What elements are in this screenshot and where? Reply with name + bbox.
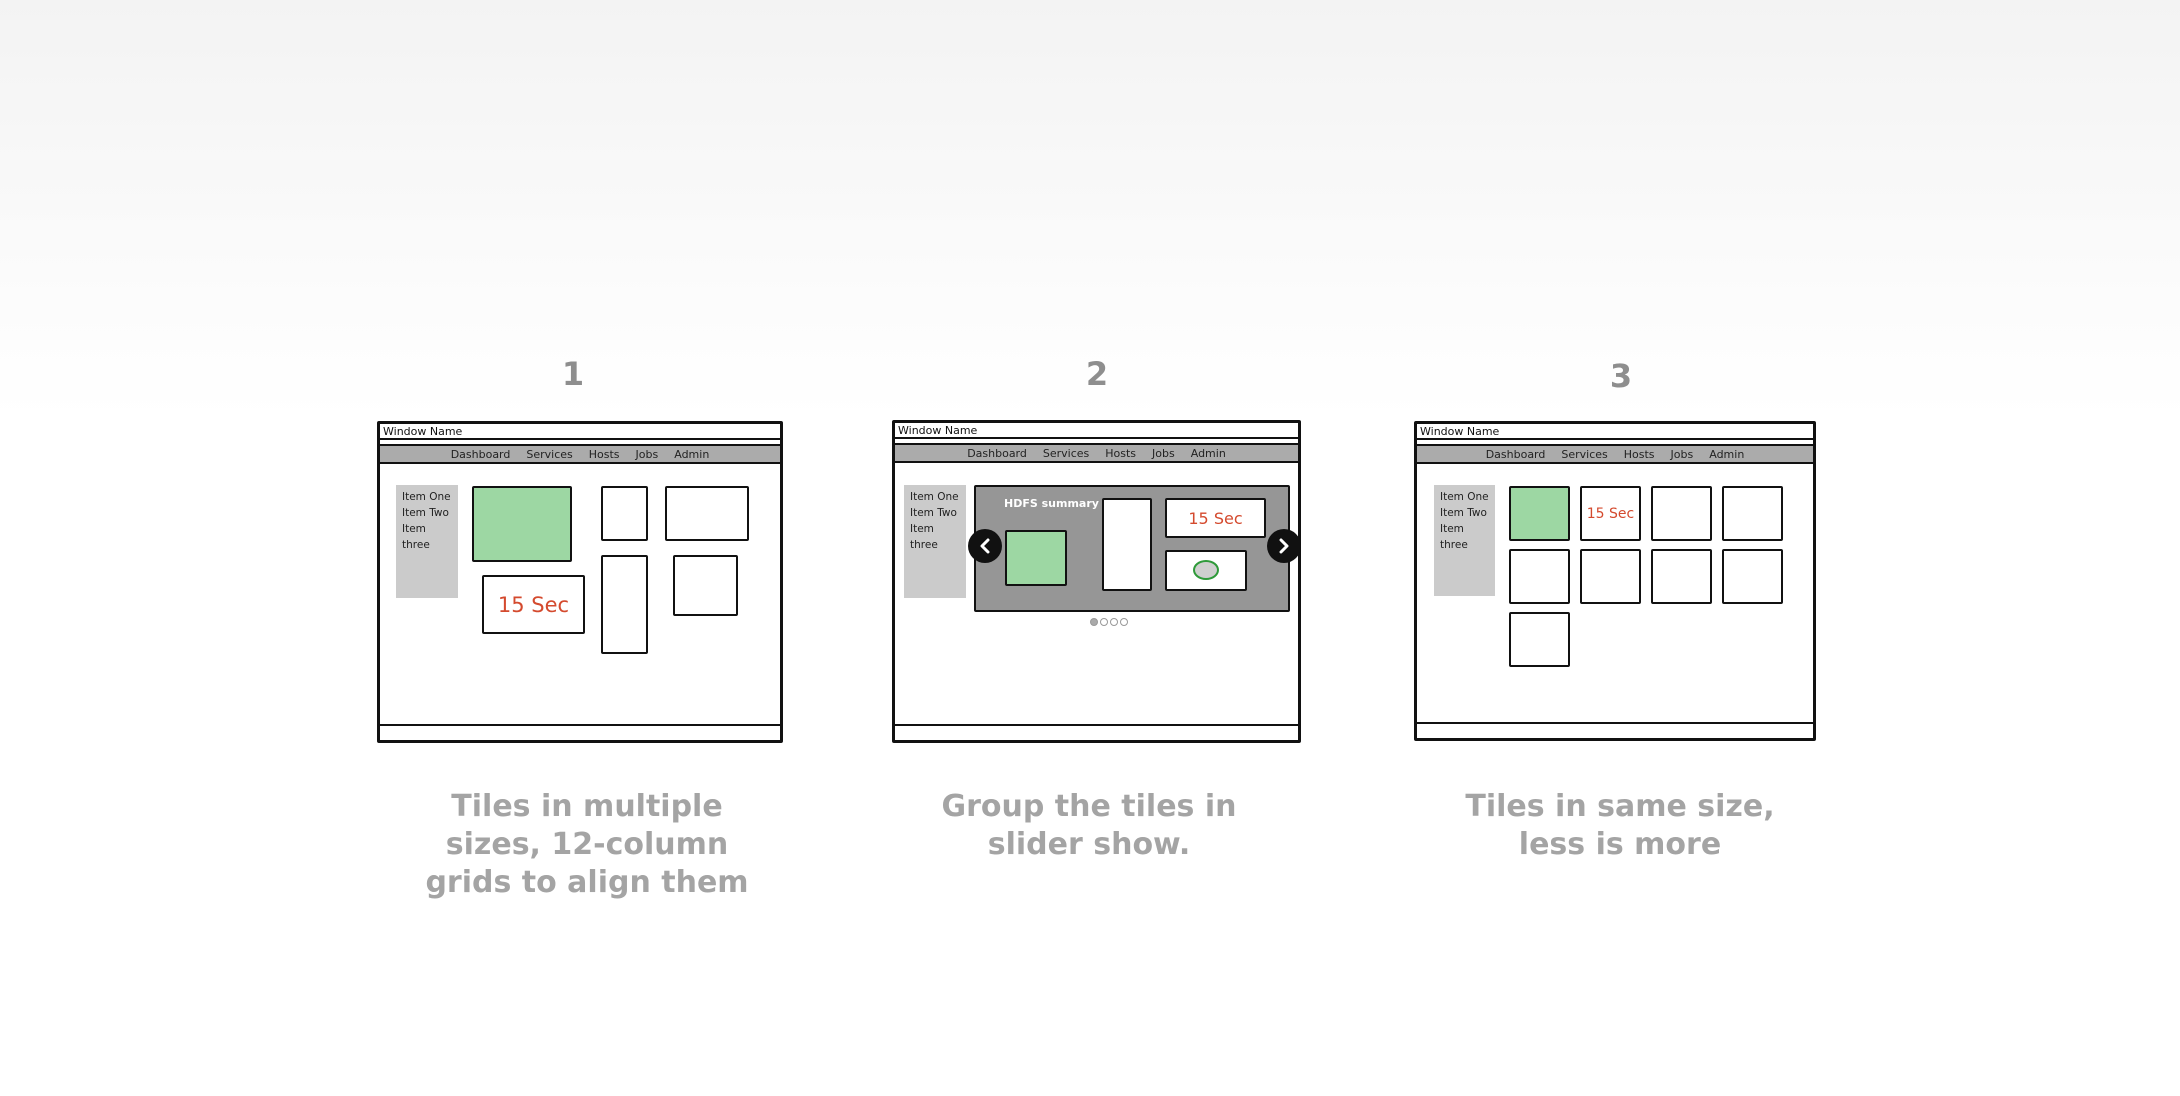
tile[interactable] (1722, 549, 1783, 604)
sidebar: Item One Item Two Item three (1434, 485, 1495, 596)
status-bar (1417, 722, 1813, 738)
panel-3-caption: Tiles in same size, less is more (1400, 788, 1840, 864)
timer-label: 15 Sec (1188, 508, 1243, 528)
menu-bar: Dashboard Services Hosts Jobs Admin (895, 443, 1298, 463)
tile[interactable] (1651, 549, 1712, 604)
panel-1-caption: Tiles in multiple sizes, 12-column grids… (367, 788, 807, 902)
tile-small[interactable] (601, 486, 648, 541)
tile-timer[interactable]: 15 Sec (1165, 498, 1266, 538)
menu-admin[interactable]: Admin (674, 447, 710, 461)
sidebar-item-one[interactable]: Item One (910, 491, 959, 503)
slider-pagination (1090, 618, 1128, 626)
tile-tall[interactable] (1102, 498, 1152, 591)
window-title: Window Name (380, 424, 780, 440)
status-bar (380, 724, 780, 740)
tile-timer[interactable]: 15 Sec (482, 575, 585, 634)
tile-tall[interactable] (601, 555, 648, 654)
tile-green[interactable] (1509, 486, 1570, 541)
status-bar (895, 724, 1298, 740)
tile[interactable] (1580, 549, 1641, 604)
caption-line: less is more (1518, 827, 1722, 862)
menu-hosts[interactable]: Hosts (1623, 447, 1655, 461)
tile[interactable] (1509, 612, 1570, 667)
tile-slider[interactable]: HDFS summary 15 Sec (974, 485, 1290, 612)
window-title: Window Name (895, 423, 1298, 439)
caption-line: slider show. (987, 827, 1191, 862)
menu-dashboard[interactable]: Dashboard (450, 447, 511, 461)
menu-hosts[interactable]: Hosts (588, 447, 620, 461)
tile-timer[interactable]: 15 Sec (1580, 486, 1641, 541)
menu-admin[interactable]: Admin (1190, 446, 1226, 460)
slider-prev-button[interactable] (968, 529, 1002, 563)
panel-2-number: 2 (1085, 355, 1109, 393)
timer-label: 15 Sec (497, 592, 570, 617)
sidebar-item-two[interactable]: Item Two (1440, 507, 1487, 519)
slider-dot[interactable] (1110, 618, 1118, 626)
panel-1-number: 1 (561, 355, 585, 393)
panel-2-window: Window Name Dashboard Services Hosts Job… (892, 420, 1301, 743)
tile-large-green[interactable] (472, 486, 572, 562)
sidebar-item-one[interactable]: Item One (402, 491, 451, 503)
caption-line: Tiles in same size, (1465, 789, 1775, 824)
panel-2-caption: Group the tiles in slider show. (869, 788, 1309, 864)
slider-dot[interactable] (1090, 618, 1098, 626)
menu-jobs[interactable]: Jobs (635, 447, 659, 461)
slider-dot[interactable] (1100, 618, 1108, 626)
window-title: Window Name (1417, 424, 1813, 440)
panel-1-window: Window Name Dashboard Services Hosts Job… (377, 421, 783, 743)
sidebar: Item One Item Two Item three (396, 485, 458, 598)
caption-line: Tiles in multiple (451, 789, 723, 824)
sidebar-item-two[interactable]: Item Two (910, 507, 957, 519)
tile[interactable] (1722, 486, 1783, 541)
caption-line: Group the tiles in (941, 789, 1237, 824)
tile[interactable] (1509, 549, 1570, 604)
caption-line: grids to align them (425, 865, 749, 900)
slider-title: HDFS summary (1004, 497, 1099, 510)
sidebar-item-one[interactable]: Item One (1440, 491, 1489, 503)
slider-dot[interactable] (1120, 618, 1128, 626)
tile-square[interactable] (673, 555, 738, 616)
panel-3-window: Window Name Dashboard Services Hosts Job… (1414, 421, 1816, 741)
sidebar-item-three[interactable]: Item three (1440, 523, 1468, 551)
chevron-left-icon (980, 538, 990, 554)
tile[interactable] (1651, 486, 1712, 541)
sidebar: Item One Item Two Item three (904, 485, 966, 598)
menu-services[interactable]: Services (526, 447, 573, 461)
timer-label: 15 Sec (1586, 505, 1635, 522)
tile-wide[interactable] (665, 486, 749, 541)
menu-dashboard[interactable]: Dashboard (1485, 447, 1546, 461)
menu-hosts[interactable]: Hosts (1105, 446, 1137, 460)
menu-admin[interactable]: Admin (1709, 447, 1745, 461)
caption-line: sizes, 12-column (445, 827, 729, 862)
tile-green[interactable] (1005, 530, 1067, 586)
menu-services[interactable]: Services (1042, 446, 1090, 460)
sidebar-item-two[interactable]: Item Two (402, 507, 449, 519)
menu-jobs[interactable]: Jobs (1670, 447, 1694, 461)
menu-jobs[interactable]: Jobs (1152, 446, 1175, 460)
menu-bar: Dashboard Services Hosts Jobs Admin (380, 444, 780, 464)
menu-bar: Dashboard Services Hosts Jobs Admin (1417, 444, 1813, 464)
sidebar-item-three[interactable]: Item three (910, 523, 938, 551)
tile-chart[interactable] (1165, 550, 1247, 591)
sidebar-item-three[interactable]: Item three (402, 523, 430, 551)
slider-next-button[interactable] (1267, 529, 1301, 563)
menu-dashboard[interactable]: Dashboard (967, 446, 1027, 460)
panel-3-number: 3 (1609, 357, 1633, 395)
status-oval (1193, 560, 1219, 580)
menu-services[interactable]: Services (1561, 447, 1608, 461)
chevron-right-icon (1279, 538, 1289, 554)
